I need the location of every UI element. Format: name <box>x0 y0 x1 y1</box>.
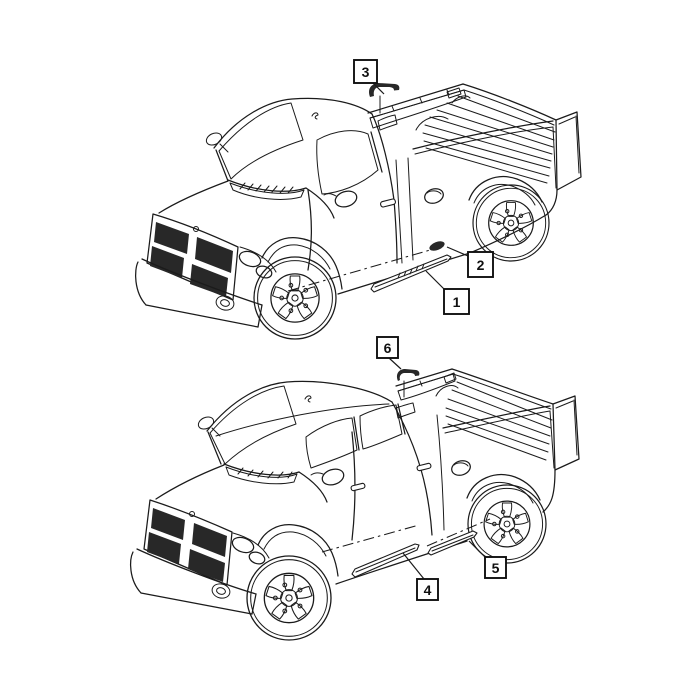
callout-1[interactable]: 1 <box>443 288 470 315</box>
truck-regular-cab-illustration <box>134 83 582 339</box>
front-bumper <box>134 258 263 328</box>
callout-6-label[interactable]: 6 <box>384 340 392 356</box>
callout-4[interactable]: 4 <box>416 578 439 601</box>
far-mirror-icon <box>197 416 221 437</box>
truck-quad-cab-illustration <box>129 368 580 640</box>
fuel-door-icon <box>451 460 471 476</box>
fuel-door-icon <box>424 188 444 204</box>
callout-5-label[interactable]: 5 <box>492 560 500 576</box>
bed-floor-ribs <box>422 95 556 184</box>
molding-strip-part-1 <box>370 254 452 293</box>
door-handle-icon <box>380 198 396 208</box>
ram-emblem-icon <box>193 226 199 232</box>
molding-strip-part-4 <box>351 543 420 578</box>
molding-centerline-top <box>287 245 445 292</box>
callout-5[interactable]: 5 <box>484 556 507 579</box>
callout-4-label[interactable]: 4 <box>424 582 432 598</box>
callout-1-label[interactable]: 1 <box>453 294 461 310</box>
tailgate <box>552 395 580 471</box>
leader-line-5 <box>468 540 487 559</box>
molding-centerline-front <box>321 524 420 553</box>
leader-line-1 <box>425 270 446 291</box>
fog-light-icon <box>211 583 231 599</box>
antenna-icon <box>304 395 312 403</box>
crosshair-grille <box>143 499 233 586</box>
bed-floor-ribs <box>445 381 553 461</box>
leader-line-2 <box>446 246 469 257</box>
rear-door-handle-icon <box>416 462 432 472</box>
front-bumper <box>129 548 257 615</box>
headlight-icon <box>238 246 277 279</box>
ram-emblem-icon <box>189 511 195 517</box>
wiper-cowl-hatch <box>225 466 298 485</box>
far-mirror-icon <box>205 132 229 153</box>
fog-light-icon <box>215 295 235 311</box>
crosshair-grille <box>146 213 239 301</box>
front-wheel <box>247 556 331 640</box>
headlight-icon <box>231 532 270 565</box>
leader-line-3 <box>372 82 385 95</box>
tailgate <box>555 111 582 191</box>
callout-3[interactable]: 3 <box>353 59 378 84</box>
front-wheel <box>254 257 336 339</box>
side-mirror-icon <box>323 190 358 208</box>
front-door-handle-icon <box>350 482 366 492</box>
molding-strip-part-5 <box>427 530 478 556</box>
callout-2[interactable]: 2 <box>467 251 494 278</box>
wiper-cowl-hatch <box>229 182 305 200</box>
callout-2-label[interactable]: 2 <box>477 257 485 273</box>
leader-line-4 <box>402 552 425 580</box>
callout-3-label[interactable]: 3 <box>362 64 370 80</box>
bed-rail-clip-part-6 <box>396 369 420 398</box>
antenna-icon <box>311 112 319 120</box>
side-mirror-icon <box>310 468 345 486</box>
rear-wheel <box>473 185 549 261</box>
callout-6[interactable]: 6 <box>376 336 399 359</box>
leader-line-6 <box>388 357 402 370</box>
molding-retainer-clip-part-2 <box>429 241 445 251</box>
